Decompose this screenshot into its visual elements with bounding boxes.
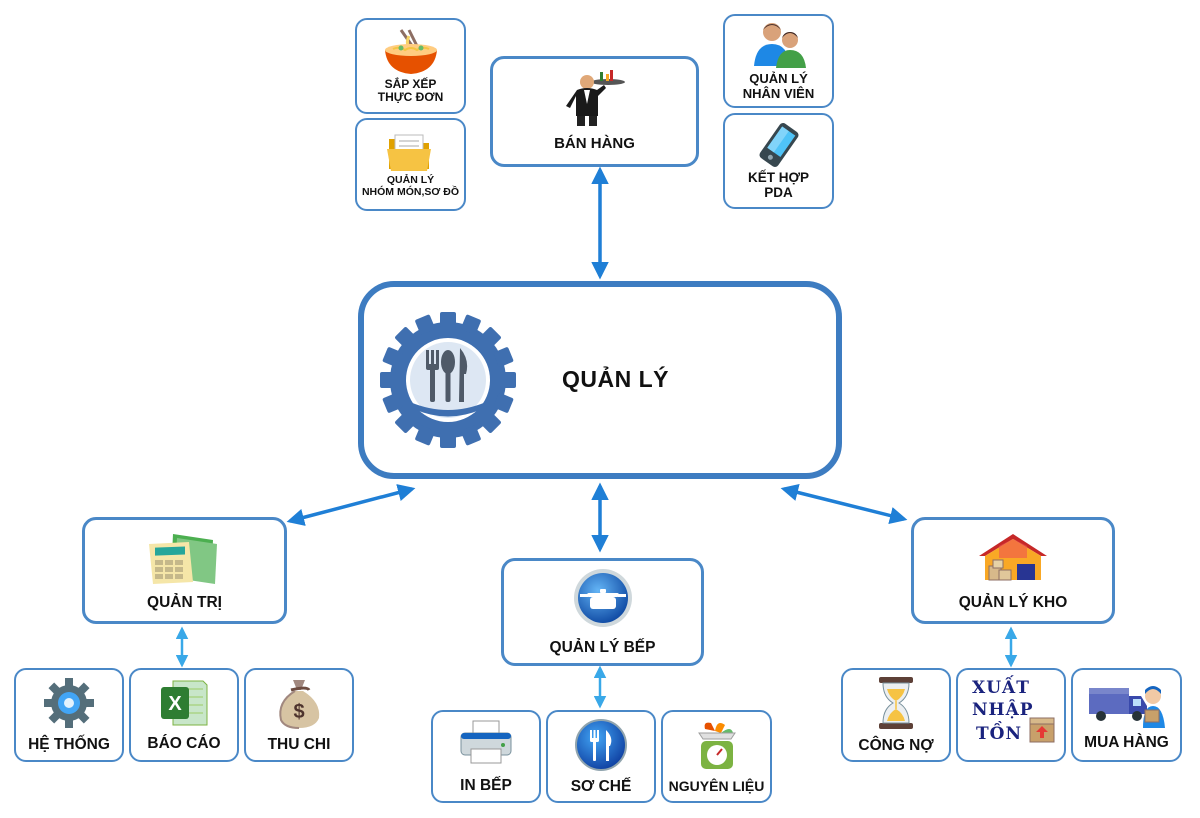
so-che-label: SƠ CHẾ xyxy=(570,777,632,795)
ton-word: TỒN xyxy=(976,724,1022,744)
delivery-truck-icon xyxy=(1088,686,1165,729)
warehouse-icon xyxy=(979,533,1047,581)
node-so-che[interactable]: SƠ CHẾ xyxy=(546,710,656,803)
box-icon xyxy=(1029,717,1055,743)
printer-icon xyxy=(460,720,512,764)
cutlery-gear-icon xyxy=(380,312,516,448)
node-quan-ly-kho[interactable]: QUẢN LÝ KHO xyxy=(911,517,1115,624)
gear-icon xyxy=(44,678,94,729)
center-title: QUẢN LÝ xyxy=(562,366,669,393)
cooking-pot-icon xyxy=(573,569,632,628)
folder-icon xyxy=(386,134,431,171)
quan-tri-label: QUẢN TRỊ xyxy=(147,593,222,611)
pda-label: KẾT HỢP PDA xyxy=(748,170,809,200)
nhan-vien-line1: QUẢN LÝ xyxy=(749,71,808,87)
arrow-center-to-kho xyxy=(780,483,908,525)
thu-chi-label: THU CHI xyxy=(267,736,331,754)
sap-xep-line2: THỰC ĐƠN xyxy=(377,90,444,104)
noodle-bowl-icon xyxy=(384,28,437,74)
fork-knife-icon xyxy=(575,718,627,771)
scale-icon xyxy=(697,722,736,769)
nhap-word: NHẬP xyxy=(972,700,1034,720)
node-mua-hang[interactable]: MUA HÀNG xyxy=(1071,668,1182,762)
node-nhom-mon-so-do[interactable]: QUẢN LÝ NHÓM MÓN,SƠ ĐỒ xyxy=(355,118,466,211)
svg-text:X: X xyxy=(168,693,182,715)
mobile-device-icon xyxy=(759,122,798,167)
sap-xep-label: SẮP XẾP THỰC ĐƠN xyxy=(377,76,444,105)
node-quan-tri[interactable]: QUẢN TRỊ xyxy=(82,517,287,624)
node-ban-hang[interactable]: BÁN HÀNG xyxy=(490,56,699,167)
bao-cao-label: BÁO CÁO xyxy=(147,735,221,753)
svg-text:$: $ xyxy=(293,701,304,723)
nhom-mon-line1: QUẢN LÝ xyxy=(386,173,435,186)
node-thu-chi[interactable]: $ THU CHI xyxy=(244,668,354,762)
money-bag-icon: $ xyxy=(279,680,320,730)
waiter-icon xyxy=(565,70,625,127)
node-xuat-nhap-ton[interactable]: XUẤT NHẬP TỒN xyxy=(956,668,1066,762)
nhom-mon-label: QUẢN LÝ NHÓM MÓN,SƠ ĐỒ xyxy=(361,173,460,199)
pda-line2: PDA xyxy=(764,185,793,200)
bep-label: QUẢN LÝ BẾP xyxy=(549,639,656,657)
mua-hang-label: MUA HÀNG xyxy=(1084,734,1169,752)
pda-line1: KẾT HỢP xyxy=(747,169,810,185)
node-bao-cao[interactable]: X BÁO CÁO xyxy=(129,668,239,762)
cong-no-label: CÔNG NỢ xyxy=(858,737,934,755)
sap-xep-line1: SẮP XẾP xyxy=(384,76,437,91)
nhan-vien-label: QUẢN LÝ NHÂN VIÊN xyxy=(743,72,815,101)
node-in-bep[interactable]: IN BẾP xyxy=(431,710,541,803)
node-ket-hop-pda[interactable]: KẾT HỢP PDA xyxy=(723,113,834,209)
node-cong-no[interactable]: CÔNG NỢ xyxy=(841,668,951,762)
node-nhan-vien[interactable]: QUẢN LÝ NHÂN VIÊN xyxy=(723,14,834,108)
staff-icon xyxy=(753,23,806,69)
nguyen-lieu-label: NGUYÊN LIỆU xyxy=(668,777,765,794)
node-nguyen-lieu[interactable]: NGUYÊN LIỆU xyxy=(661,710,772,803)
kho-label: QUẢN LÝ KHO xyxy=(958,593,1068,611)
node-quan-ly-bep[interactable]: QUẢN LÝ BẾP xyxy=(501,558,704,666)
he-thong-label: HỆ THỐNG xyxy=(28,736,110,754)
arrow-center-to-quan-tri xyxy=(286,484,416,526)
hourglass-icon xyxy=(879,677,913,730)
node-he-thong[interactable]: HỆ THỐNG xyxy=(14,668,124,762)
node-sap-xep-thuc-don[interactable]: SẮP XẾP THỰC ĐƠN xyxy=(355,18,466,114)
xuat-word: XUẤT xyxy=(972,678,1030,698)
nhom-mon-line2: NHÓM MÓN,SƠ ĐỒ xyxy=(361,185,460,198)
in-bep-label: IN BẾP xyxy=(460,776,512,794)
spreadsheet-folder-icon xyxy=(148,533,217,584)
center-node-quan-ly[interactable]: QUẢN LÝ xyxy=(358,281,842,479)
ban-hang-label: BÁN HÀNG xyxy=(554,135,635,153)
nhan-vien-line2: NHÂN VIÊN xyxy=(742,86,815,101)
excel-icon: X xyxy=(161,680,208,726)
